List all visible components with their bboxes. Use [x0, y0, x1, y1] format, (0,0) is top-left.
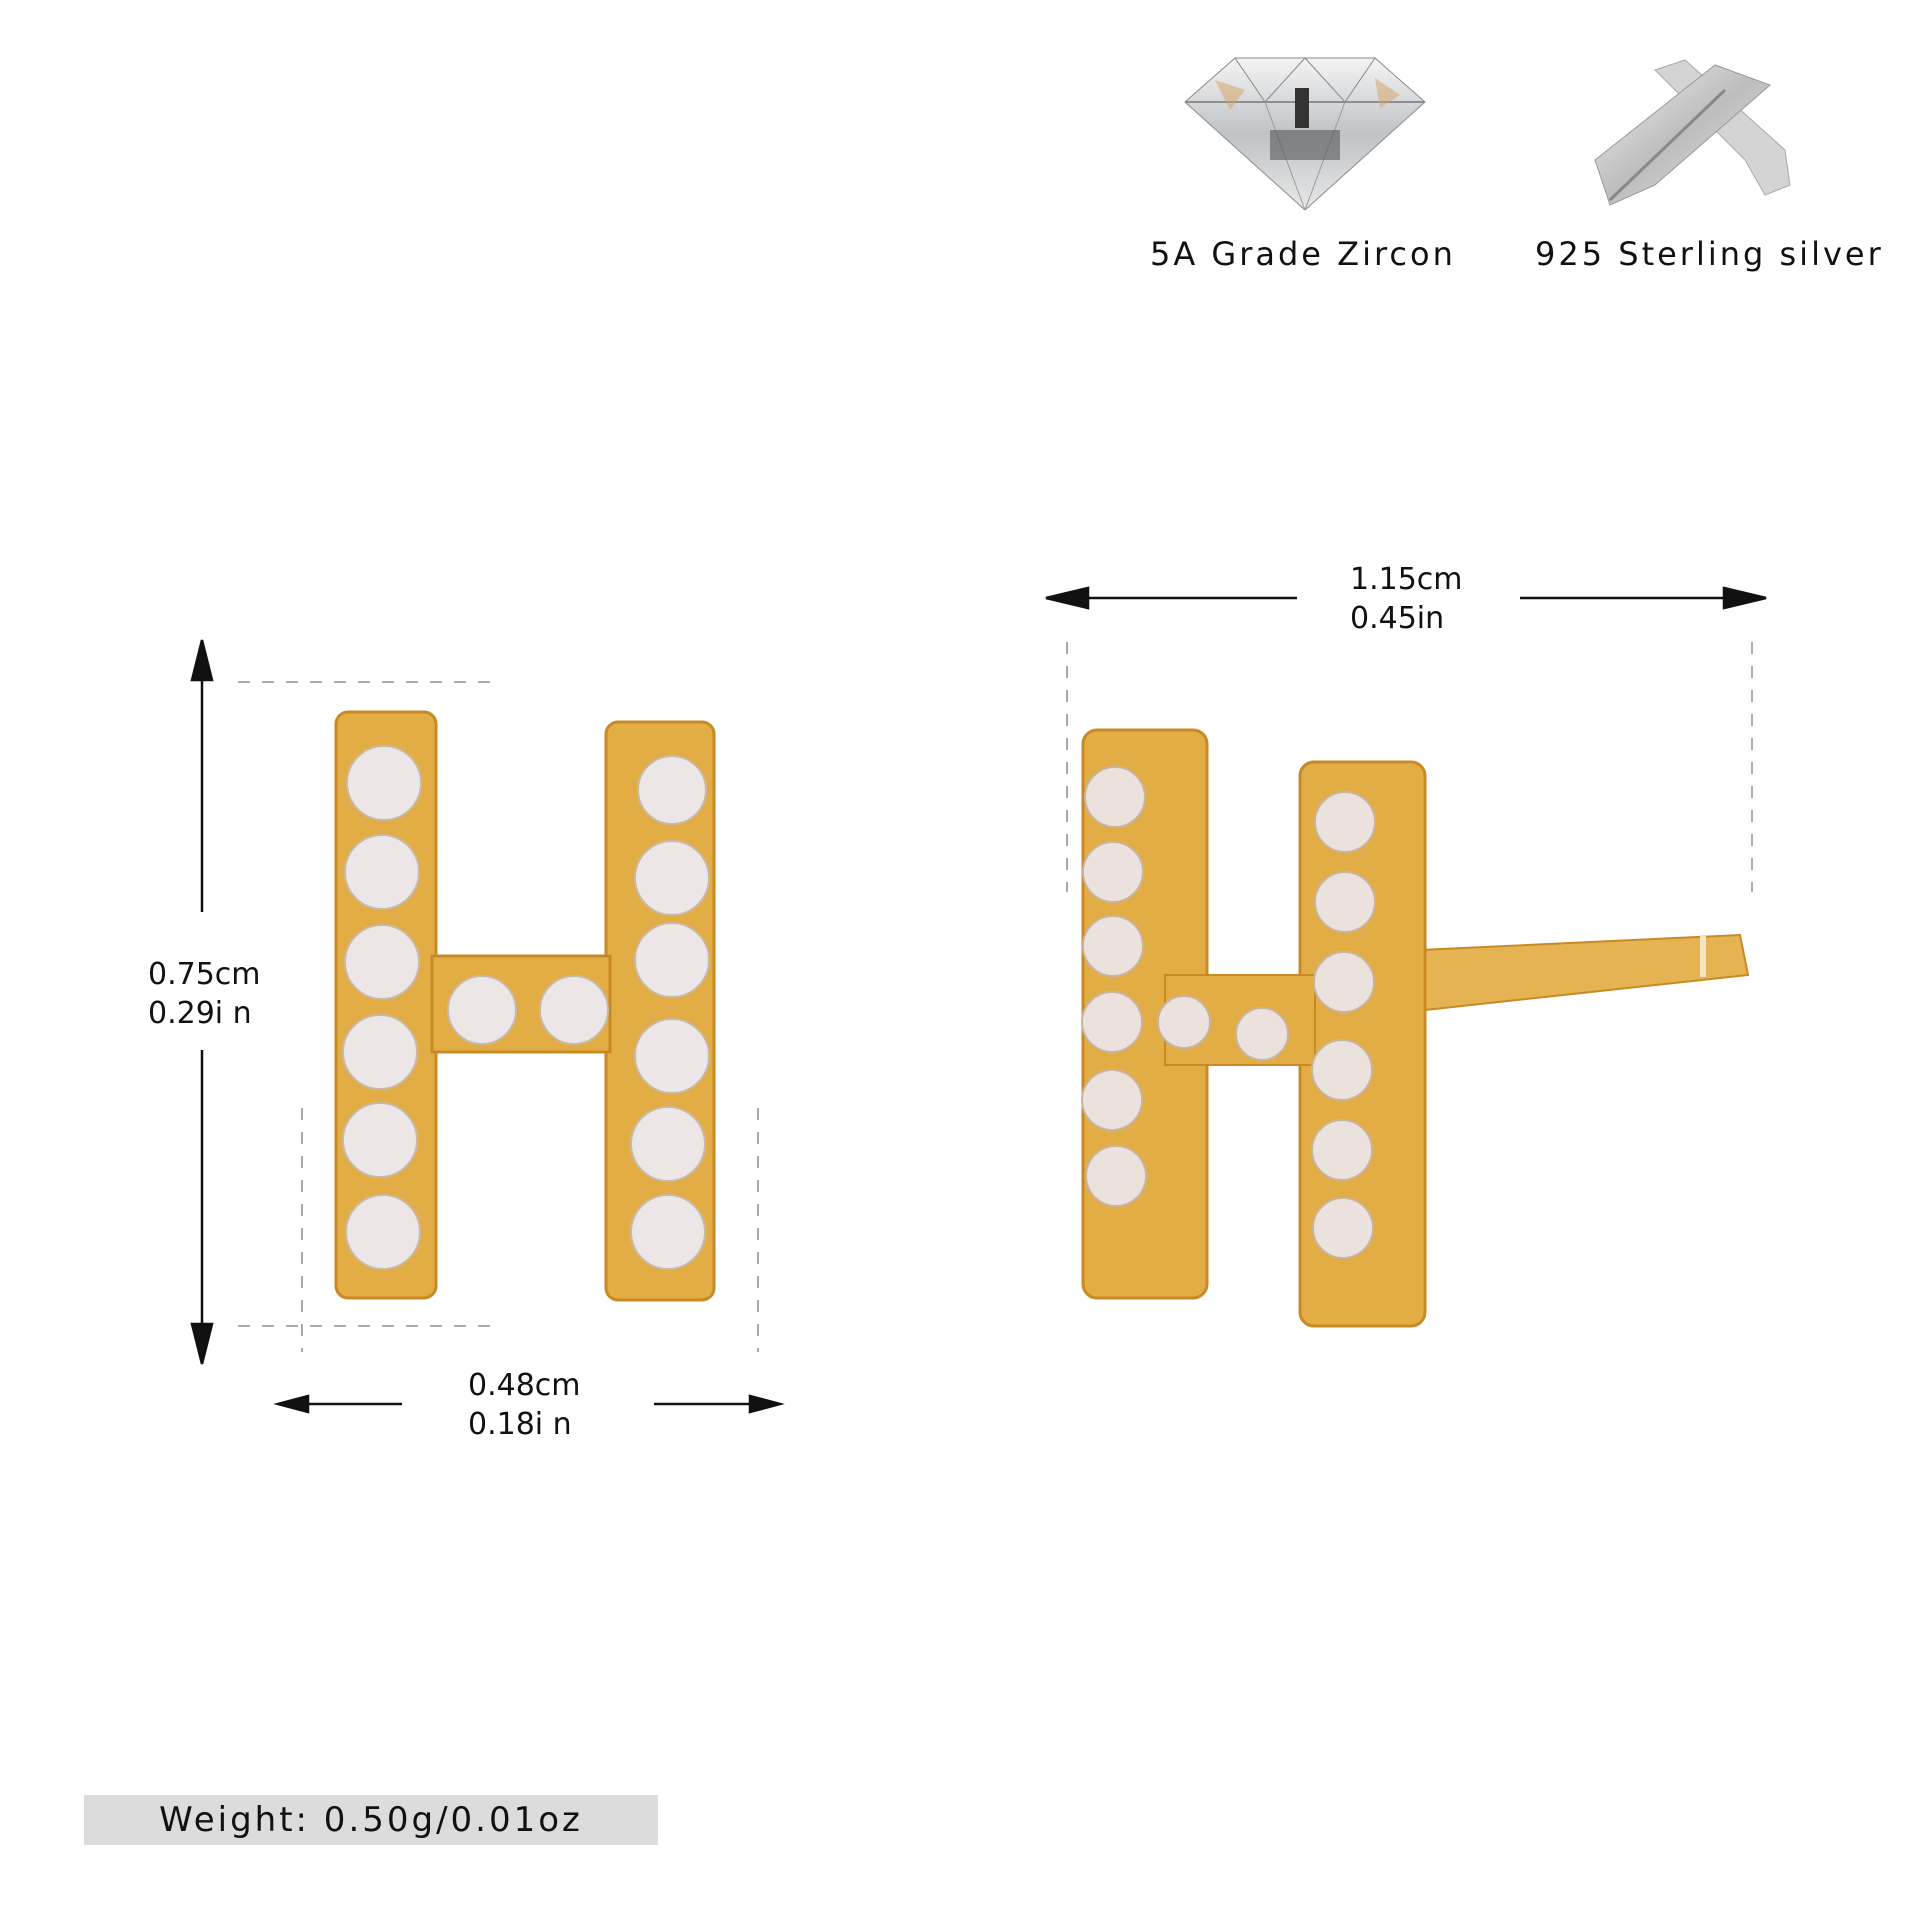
arrow-right-icon [1722, 586, 1767, 610]
feature-label-zircon: 5A Grade Zircon [1150, 235, 1456, 273]
earring-front-view [334, 710, 716, 1302]
depth-in: 0.45in [1350, 601, 1445, 636]
arrow-up-icon [190, 639, 214, 682]
arrow-down-icon [190, 1322, 214, 1365]
height-in: 0.29i n [148, 996, 252, 1031]
weight-bar: Weight: 0.50g/0.01oz [84, 1795, 658, 1845]
width-cm: 0.48cm [468, 1368, 581, 1403]
depth-cm: 1.15cm [1350, 562, 1463, 597]
weight-text: Weight: 0.50g/0.01oz [159, 1800, 583, 1840]
silver-bar-icon [1594, 59, 1791, 206]
diamond-icon [1184, 57, 1426, 211]
feature-zircon [1175, 50, 1435, 220]
width-in: 0.18i n [468, 1407, 572, 1442]
height-label: 0.75cm 0.29i n [148, 955, 261, 1033]
width-label: 0.48cm 0.18i n [468, 1366, 581, 1444]
arrow-left-icon [1045, 586, 1090, 610]
feature-silver [1585, 55, 1835, 215]
feature-label-silver: 925 Sterling silver [1535, 235, 1884, 273]
arrow-right-icon [748, 1394, 785, 1414]
depth-label: 1.15cm 0.45in [1350, 560, 1463, 638]
earring-side-view [1081, 728, 1750, 1328]
arrow-left-icon [273, 1394, 310, 1414]
height-cm: 0.75cm [148, 957, 261, 992]
